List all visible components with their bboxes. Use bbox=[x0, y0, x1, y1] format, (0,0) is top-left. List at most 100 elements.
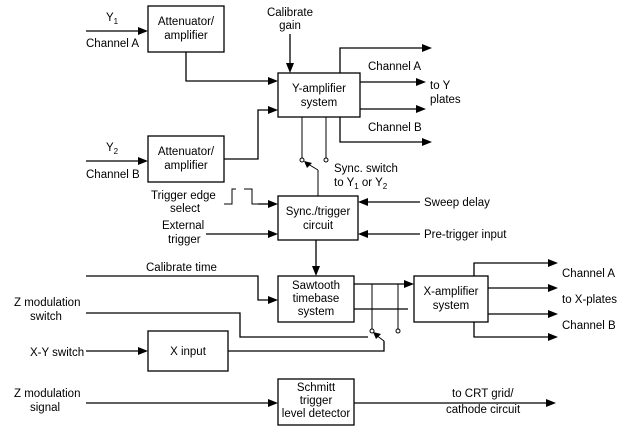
sync-to-sawtooth-arrow bbox=[312, 266, 320, 276]
channel-b-input-label: Channel B bbox=[86, 169, 140, 181]
channel-a-input-arrow bbox=[138, 27, 148, 35]
svg-text:Z modulation: Z modulation bbox=[14, 388, 80, 400]
svg-text:plates: plates bbox=[430, 94, 461, 106]
y-out-channel-b-line bbox=[339, 117, 424, 143]
attenuator-a-block: Attenuator/ amplifier bbox=[147, 5, 225, 53]
attenuator-b-label-1: Attenuator/ bbox=[158, 146, 215, 158]
x-amplifier-label-2: system bbox=[433, 300, 469, 312]
x-out-channel-b-line bbox=[473, 322, 550, 338]
svg-text:gain: gain bbox=[279, 20, 301, 32]
attenuator-b-block: Attenuator/ amplifier bbox=[147, 135, 225, 183]
z-modulation-signal-arrow bbox=[268, 399, 278, 407]
svg-text:to CRT grid/: to CRT grid/ bbox=[452, 388, 514, 400]
y-amplifier-block: Y-amplifier system bbox=[277, 72, 361, 118]
trigger-edge-symbol bbox=[224, 188, 258, 205]
schmitt-label-3: level detector bbox=[282, 408, 351, 420]
external-trigger-arrow bbox=[268, 230, 278, 238]
sawtooth-label-3: system bbox=[298, 306, 334, 318]
svg-text:to Y1 or Y2: to Y1 or Y2 bbox=[334, 177, 388, 191]
schmitt-label-1: Schmitt bbox=[297, 382, 336, 394]
z-modulation-switch-label: Z modulation switch bbox=[14, 297, 80, 323]
x-amplifier-label-1: X-amplifier bbox=[424, 286, 479, 298]
svg-text:Trigger edge: Trigger edge bbox=[151, 190, 216, 202]
to-x-plates-label: to X-plates bbox=[562, 294, 617, 306]
x-out-channel-a-line bbox=[473, 262, 550, 276]
x-out-channel-a-label: Channel A bbox=[562, 268, 615, 280]
x-plates-arrow-1 bbox=[548, 284, 558, 292]
svg-text:select: select bbox=[170, 203, 201, 215]
attenuator-b-label-2: amplifier bbox=[164, 160, 208, 172]
sync-switch-label: Sync. switch to Y1 or Y2 bbox=[334, 163, 398, 191]
x-out-channel-a-arrow bbox=[548, 259, 558, 267]
x-out-channel-b-arrow bbox=[548, 333, 558, 341]
x-input-label: X input bbox=[170, 346, 207, 358]
y-amplifier-label-2: system bbox=[301, 97, 337, 109]
calibrate-gain-arrow bbox=[286, 63, 294, 73]
x-input-block: X input bbox=[147, 330, 229, 372]
svg-text:Z modulation: Z modulation bbox=[14, 297, 80, 309]
xy-switch-arrow bbox=[373, 332, 381, 339]
svg-text:signal: signal bbox=[30, 402, 60, 414]
atten-b-to-y-amp-line bbox=[224, 109, 272, 160]
sync-trigger-block: Sync./trigger circuit bbox=[277, 195, 359, 241]
x-out-channel-b-label: Channel B bbox=[562, 320, 616, 332]
sawtooth-label-1: Sawtooth bbox=[292, 280, 340, 292]
y-out-channel-b-label: Channel B bbox=[368, 122, 422, 134]
connections bbox=[86, 27, 558, 407]
y1-input-label: Y1 Channel A bbox=[86, 12, 139, 50]
sawtooth-to-x-arrow-1 bbox=[404, 280, 414, 288]
y-plates-arrow-2 bbox=[416, 105, 426, 113]
channel-b-input-arrow bbox=[138, 157, 148, 165]
sawtooth-block: Sawtooth timebase system bbox=[277, 275, 355, 323]
pre-trigger-input-label: Pre-trigger input bbox=[424, 229, 507, 241]
y2-label: Y2 bbox=[106, 142, 119, 156]
attenuator-a-label-2: amplifier bbox=[164, 30, 208, 42]
xy-tap-2-node bbox=[395, 328, 401, 334]
svg-text:to Y: to Y bbox=[430, 80, 451, 92]
svg-text:trigger: trigger bbox=[168, 234, 201, 246]
calibrate-time-line bbox=[86, 275, 272, 301]
atten-a-to-y-amp-line bbox=[185, 52, 272, 82]
calibrate-time-arrow bbox=[268, 296, 278, 304]
sync-tap-y2-node bbox=[323, 157, 329, 163]
y1-label: Y1 bbox=[106, 12, 119, 26]
y-amplifier-label-1: Y-amplifier bbox=[292, 83, 346, 95]
xy-switch-label: X-Y switch bbox=[30, 347, 84, 359]
svg-text:Calibrate: Calibrate bbox=[267, 7, 313, 19]
y-plates-arrow-1 bbox=[416, 78, 426, 86]
schmitt-label-2: trigger bbox=[300, 395, 333, 407]
pre-trigger-arrow bbox=[358, 230, 368, 238]
x-input-to-switch-line bbox=[228, 341, 385, 352]
to-y-plates-label: to Y plates bbox=[430, 80, 461, 106]
channel-a-input-label: Channel A bbox=[86, 38, 139, 50]
sync-tap-y1-node bbox=[299, 157, 305, 163]
y-out-channel-a-label: Channel A bbox=[368, 61, 421, 73]
y-out-channel-b-arrow bbox=[422, 138, 432, 146]
sync-trigger-label-1: Sync./trigger bbox=[286, 206, 351, 218]
svg-text:External: External bbox=[162, 220, 204, 232]
atten-b-to-y-amp-arrow bbox=[268, 106, 278, 114]
z-modulation-signal-label: Z modulation signal bbox=[14, 388, 80, 414]
y2-input-label: Y2 Channel B bbox=[86, 142, 140, 181]
svg-text:switch: switch bbox=[30, 311, 62, 323]
x-plates-arrow-2 bbox=[548, 310, 558, 318]
atten-a-to-y-amp-arrow bbox=[268, 77, 278, 85]
external-trigger-label: External trigger bbox=[162, 220, 204, 246]
xy-switch-input-arrow bbox=[138, 347, 148, 355]
sync-trigger-label-2: circuit bbox=[303, 220, 334, 232]
svg-text:Sync. switch: Sync. switch bbox=[334, 163, 398, 175]
calibrate-time-label: Calibrate time bbox=[146, 262, 217, 274]
sawtooth-label-2: timebase bbox=[293, 293, 340, 305]
svg-text:cathode circuit: cathode circuit bbox=[446, 404, 521, 416]
schmitt-to-crt-arrow bbox=[546, 399, 556, 407]
trigger-edge-arrow bbox=[268, 200, 278, 208]
trigger-edge-select-label: Trigger edge select bbox=[151, 190, 216, 215]
y-out-channel-a-line bbox=[339, 47, 424, 73]
sweep-delay-arrow bbox=[358, 198, 368, 206]
attenuator-a-label-1: Attenuator/ bbox=[158, 16, 215, 28]
sync-switch-arrow bbox=[304, 161, 312, 168]
sweep-delay-label: Sweep delay bbox=[424, 197, 490, 209]
calibrate-gain-label: Calibrate gain bbox=[267, 7, 313, 32]
y-out-channel-a-arrow bbox=[422, 44, 432, 52]
